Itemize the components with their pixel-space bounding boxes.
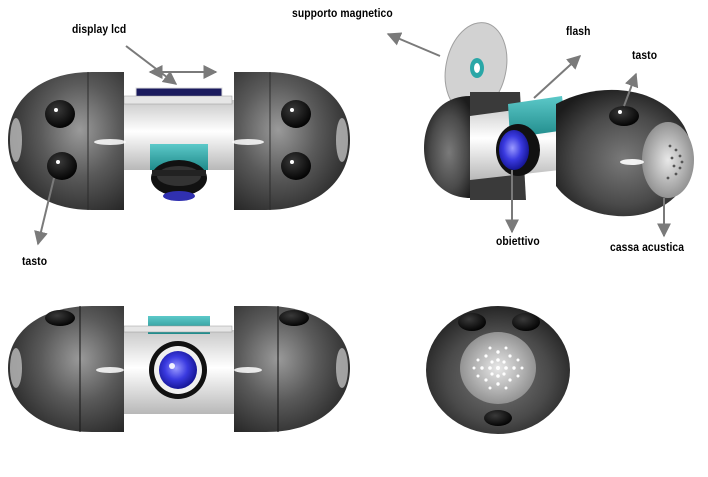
button-hole bbox=[45, 100, 75, 128]
device-top-view bbox=[8, 306, 350, 432]
label-tasto-right: tasto bbox=[632, 48, 658, 62]
arrow-supporto bbox=[386, 32, 441, 57]
left-shell bbox=[8, 72, 124, 210]
arrow-flash bbox=[533, 55, 582, 99]
label-flash: flash bbox=[566, 24, 591, 38]
device-perspective-view bbox=[424, 22, 694, 217]
lens-glass bbox=[159, 351, 197, 389]
right-shell bbox=[234, 72, 350, 210]
speaker-holes-end bbox=[472, 346, 524, 390]
label-tasto-left: tasto bbox=[22, 254, 48, 268]
device-end-view bbox=[426, 306, 570, 434]
arrow-tasto-right bbox=[623, 72, 639, 107]
speaker-holes bbox=[666, 144, 684, 180]
arrow-tasto-left bbox=[34, 177, 55, 246]
speaker-grille bbox=[642, 122, 694, 198]
label-obiettivo: obiettivo bbox=[496, 234, 540, 248]
button-hole bbox=[47, 152, 77, 180]
label-display-lcd: display lcd bbox=[72, 22, 127, 36]
arrow-display bbox=[125, 45, 178, 85]
device-front-view bbox=[8, 72, 350, 210]
label-cassa-acustica: cassa acustica bbox=[610, 240, 685, 254]
label-supporto-magnetico: supporto magnetico bbox=[292, 6, 393, 20]
